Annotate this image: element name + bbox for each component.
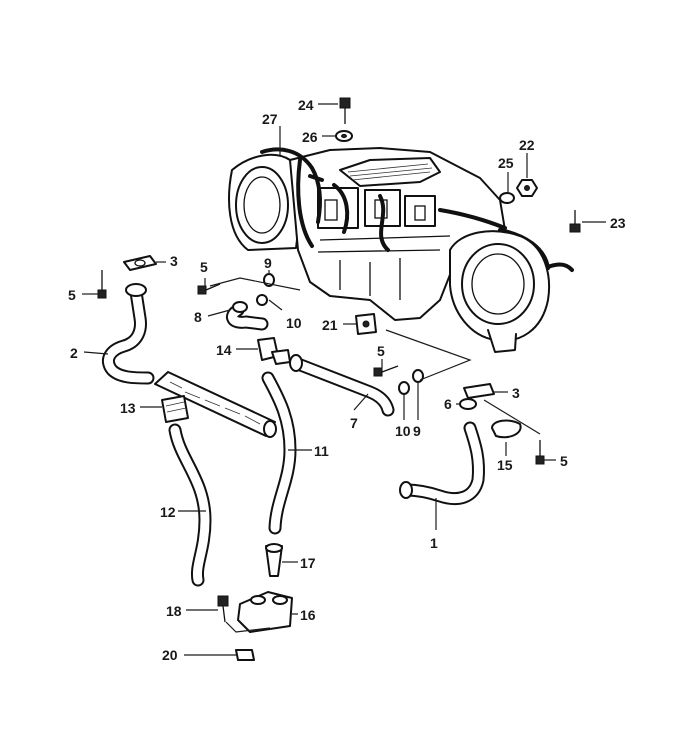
hose-part-12 <box>168 423 212 587</box>
callout-26: 26 <box>302 129 318 145</box>
leader-7 <box>353 393 369 411</box>
callout-25: 25 <box>498 155 514 171</box>
leader-10-left <box>268 299 283 311</box>
ref-line-bottom <box>225 621 271 633</box>
callout-14: 14 <box>216 342 232 358</box>
callout-13: 13 <box>120 400 136 416</box>
callout-20: 20 <box>162 647 178 663</box>
callout-8: 8 <box>194 309 202 325</box>
callout-5-right: 5 <box>560 453 568 469</box>
callout-9-left: 9 <box>264 255 272 271</box>
callout-21: 21 <box>322 317 338 333</box>
callout-3-right: 3 <box>512 385 520 401</box>
callout-15: 15 <box>497 457 513 473</box>
hose-parts <box>102 283 485 587</box>
pipe-part-2 <box>102 283 155 385</box>
hose-part-11 <box>261 371 297 535</box>
callout-24: 24 <box>298 97 314 113</box>
callout-22: 22 <box>519 137 535 153</box>
callout-6: 6 <box>444 396 452 412</box>
callout-5-mid: 5 <box>200 259 208 275</box>
callout-10-right: 10 <box>395 423 411 439</box>
ref-line-center <box>385 329 472 381</box>
pipe-part-8 <box>226 301 269 331</box>
leader-lines <box>82 103 606 656</box>
callout-18: 18 <box>166 603 182 619</box>
callout-27: 27 <box>262 111 278 127</box>
callout-5-left: 5 <box>68 287 76 303</box>
heater-housing <box>228 147 574 353</box>
callout-11: 11 <box>314 443 329 459</box>
tube-straight <box>154 371 277 438</box>
callout-7: 7 <box>350 415 358 431</box>
pipe-part-1 <box>399 421 485 506</box>
pipe-part-7 <box>289 354 395 417</box>
ref-line-right <box>483 399 541 435</box>
ref-line-left <box>209 277 301 291</box>
callout-9-right: 9 <box>413 423 421 439</box>
callout-5-center: 5 <box>377 343 385 359</box>
callout-23: 23 <box>610 215 626 231</box>
callout-2: 2 <box>70 345 78 361</box>
leader-2 <box>83 351 109 355</box>
callout-labels: 1 2 3 3 5 5 5 5 6 7 8 9 9 10 10 11 12 13… <box>68 97 626 663</box>
leader-8 <box>207 309 231 317</box>
callout-16: 16 <box>300 607 316 623</box>
callout-17: 17 <box>300 555 316 571</box>
callout-3-left: 3 <box>170 253 178 269</box>
callout-10-left: 10 <box>286 315 302 331</box>
callout-1: 1 <box>430 535 438 551</box>
callout-12: 12 <box>160 504 176 520</box>
